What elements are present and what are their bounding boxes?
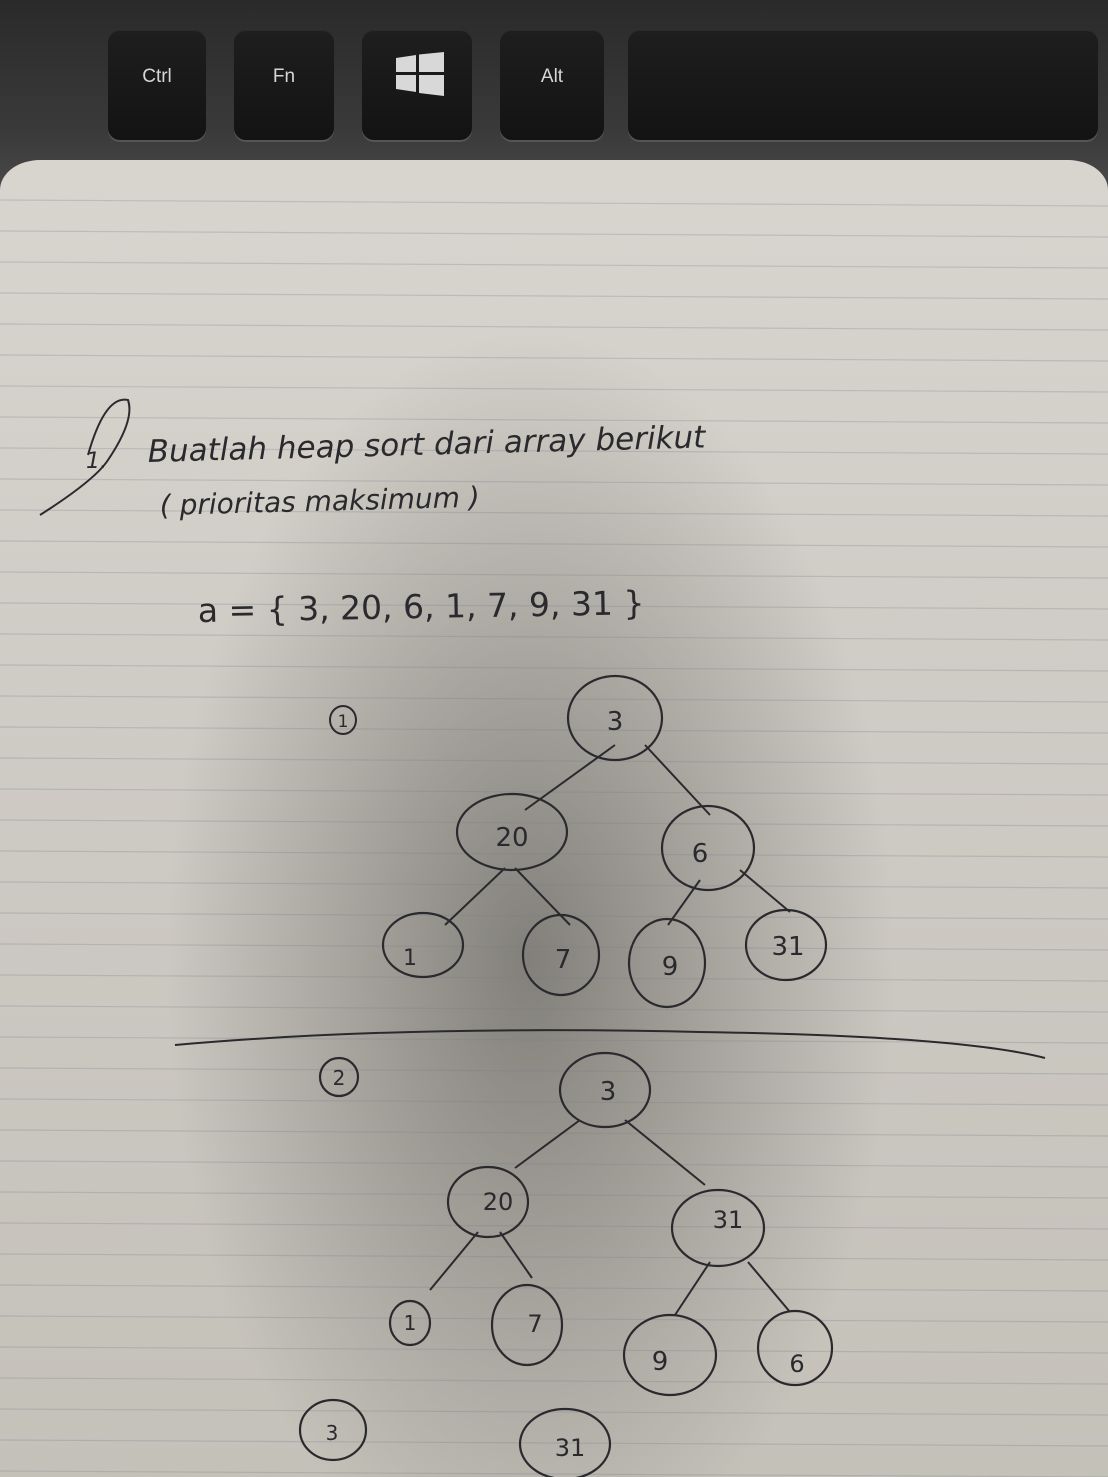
step3-label: 3	[326, 1421, 339, 1445]
ruled-line	[0, 261, 1108, 269]
ruled-line	[0, 1377, 1108, 1385]
svg-text:3: 3	[607, 707, 624, 737]
array-label: a = { 3, 20, 6, 1, 7, 9, 31 }	[197, 583, 644, 630]
ruled-line	[0, 571, 1108, 579]
svg-text:31: 31	[713, 1206, 744, 1234]
ruled-line	[0, 1253, 1108, 1261]
ruled-line	[0, 1191, 1108, 1199]
notebook-paper	[0, 160, 1108, 1477]
ruled-line	[0, 540, 1108, 548]
fn-key[interactable]: Fn	[234, 30, 334, 140]
svg-text:20: 20	[483, 1188, 514, 1216]
ruled-line	[0, 633, 1108, 641]
step1-node-lr: 7	[521, 913, 601, 997]
windows-key[interactable]	[362, 30, 472, 140]
windows-icon	[396, 52, 444, 96]
ruled-line	[0, 850, 1108, 858]
svg-text:3: 3	[600, 1077, 617, 1107]
ctrl-key[interactable]: Ctrl	[108, 30, 206, 140]
ruled-line	[0, 726, 1108, 734]
svg-text:1: 1	[403, 946, 417, 971]
ruled-line	[0, 943, 1108, 951]
ruled-line	[0, 1005, 1108, 1013]
question-title-line1: Buatlah heap sort dari array berikut	[147, 419, 707, 470]
ruled-line	[0, 292, 1108, 300]
ruled-line	[0, 1067, 1108, 1075]
step3-node-root	[518, 1407, 612, 1477]
ruled-line	[0, 199, 1108, 207]
step1-node-rl: 9	[627, 917, 707, 1009]
step1-node-rr: 31	[744, 908, 828, 982]
ruled-line	[0, 416, 1108, 424]
step2-node-ll: 1	[388, 1299, 432, 1347]
step1-node-right: 6	[660, 804, 756, 892]
ruled-line	[0, 819, 1108, 827]
ruled-line	[0, 230, 1108, 238]
ruled-line	[0, 664, 1108, 672]
step2-tree: 3 20 31 1 7 9	[388, 1051, 834, 1397]
step2-section: 2 3 20 31 1	[318, 1051, 834, 1397]
ruled-line	[0, 1222, 1108, 1230]
ruled-line	[0, 602, 1108, 610]
ruled-line	[0, 1160, 1108, 1168]
step1-node-left: 20	[455, 792, 569, 872]
ruled-line	[0, 447, 1108, 455]
ruled-line	[0, 974, 1108, 982]
svg-text:9: 9	[652, 1347, 669, 1377]
svg-text:6: 6	[692, 839, 709, 869]
svg-text:6: 6	[789, 1350, 804, 1378]
ruled-line	[0, 1129, 1108, 1137]
ruled-line	[0, 478, 1108, 486]
step1-node-root: 3	[566, 674, 664, 762]
ruled-line	[0, 354, 1108, 362]
ruled-line	[0, 509, 1108, 517]
ruled-line	[0, 1439, 1108, 1447]
step2-node-left: 20	[446, 1165, 530, 1239]
step2-node-rr: 6	[756, 1309, 834, 1387]
laptop-keyboard: Ctrl Fn Alt	[0, 0, 1108, 190]
alt-key[interactable]: Alt	[500, 30, 604, 140]
ruled-line	[0, 385, 1108, 393]
svg-text:7: 7	[555, 945, 572, 975]
step1-section: 1 3 20 6 1	[329, 674, 828, 1009]
step3-section: 3 31	[298, 1398, 612, 1477]
step2-node-root: 3	[558, 1051, 652, 1129]
svg-text:7: 7	[527, 1310, 542, 1338]
ruled-line	[0, 1408, 1108, 1416]
ruled-line	[0, 881, 1108, 889]
question-header: 1. Buatlah heap sort dari array berikut …	[39, 398, 708, 630]
ruled-lines	[0, 199, 1108, 1477]
svg-text:20: 20	[495, 823, 528, 853]
ruled-line	[0, 788, 1108, 796]
ruled-line	[0, 323, 1108, 331]
step1-label: 1	[338, 712, 349, 732]
ctrl-key-label: Ctrl	[142, 66, 172, 87]
question-title-line2: ( prioritas maksimum )	[159, 481, 480, 522]
ruled-line	[0, 695, 1108, 703]
ruled-line	[0, 1284, 1108, 1292]
step2-node-rl: 9	[622, 1313, 718, 1397]
svg-text:9: 9	[662, 952, 679, 982]
ruled-line	[0, 1315, 1108, 1323]
section-divider	[174, 1029, 1046, 1059]
spacebar-key[interactable]	[628, 30, 1098, 140]
fn-key-label: Fn	[272, 66, 296, 87]
step1-node-ll: 1	[381, 911, 465, 979]
step2-label: 2	[333, 1066, 346, 1090]
ruled-line	[0, 1470, 1108, 1477]
question-number: 1.	[86, 449, 107, 474]
ruled-line	[0, 1098, 1108, 1106]
svg-text:1: 1	[404, 1311, 417, 1335]
ruled-line	[0, 757, 1108, 765]
step2-node-lr: 7	[490, 1283, 564, 1367]
step3-node-value: 31	[555, 1434, 586, 1462]
step2-node-right: 31	[670, 1188, 766, 1268]
svg-text:31: 31	[771, 932, 804, 962]
step1-tree: 3 20 6 1 7 9 3	[381, 674, 828, 1009]
alt-key-label: Alt	[540, 66, 564, 87]
